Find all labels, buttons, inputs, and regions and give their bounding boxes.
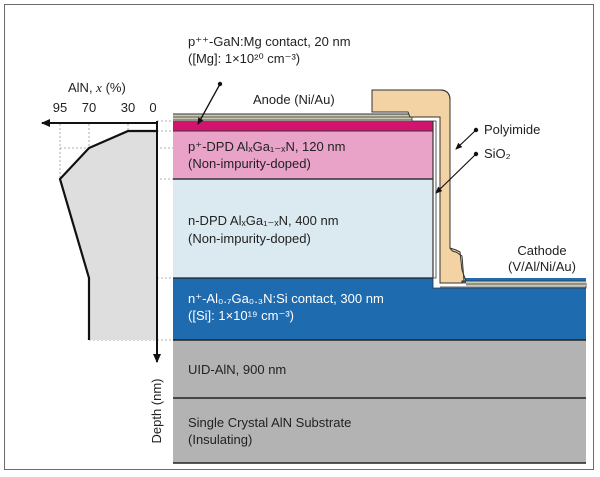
layer-n-dpd: [173, 179, 433, 278]
label-substrate-line1: Single Crystal AlN Substrate: [188, 415, 351, 430]
aln-profile-line: [58, 129, 157, 340]
layer-substrate: [173, 398, 586, 463]
aln-profile-fill: [60, 131, 157, 340]
x-tick-0: 0: [149, 100, 156, 115]
callout-sio2: SiO₂: [484, 146, 511, 161]
anode-metal: [173, 113, 413, 121]
depth-axis-label: Depth (nm): [149, 378, 164, 443]
label-n-contact-line1: n⁺-Al₀.₇Ga₀.₃N:Si contact, 300 nm: [188, 291, 384, 306]
callout-cathode-line1: Cathode: [517, 243, 566, 258]
callout-cathode-line2: (V/Al/Ni/Au): [508, 259, 576, 274]
x-tick-95: 95: [53, 100, 67, 115]
callout-pgan-line1: p⁺⁺-GaN:Mg contact, 20 nm: [188, 34, 351, 49]
label-n-dpd-line2: (Non-impurity-doped): [188, 231, 311, 246]
pgan-pointer: [197, 81, 223, 125]
callout-anode: Anode (Ni/Au): [253, 92, 335, 107]
layer-pgan: [173, 121, 433, 131]
layer-p-dpd: [173, 131, 433, 179]
label-n-dpd-line1: n-DPD AlₓGa₁₋ₓN, 400 nm: [188, 213, 339, 228]
cathode-metal: [440, 280, 586, 288]
label-uid-aln: UID-AlN, 900 nm: [188, 362, 286, 377]
x-tick-30: 30: [121, 100, 135, 115]
callout-pgan-line2: ([Mg]: 1×10²⁰ cm⁻³): [188, 51, 300, 66]
x-tick-70: 70: [82, 100, 96, 115]
callout-polyimide: Polyimide: [484, 122, 540, 137]
polyimide-pointer: [455, 127, 479, 150]
layer-uid-aln: [173, 340, 586, 398]
label-p-dpd-line2: (Non-impurity-doped): [188, 156, 311, 171]
sio2-pointer: [435, 151, 479, 194]
label-p-dpd-line1: p⁺-DPD AlₓGa₁₋ₓN, 120 nm: [188, 139, 345, 154]
label-n-contact-line2: ([Si]: 1×10¹⁹ cm⁻³): [188, 308, 294, 323]
label-substrate-line2: (Insulating): [188, 432, 252, 447]
x-axis-label: AlN, x (%): [68, 80, 126, 95]
